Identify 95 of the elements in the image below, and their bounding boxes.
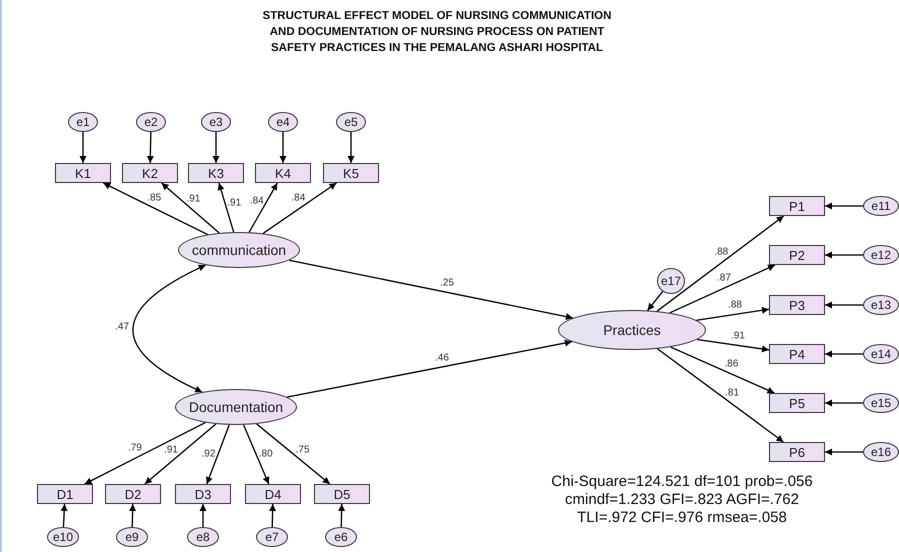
- arrow: [212, 132, 220, 163]
- indicator-box: D5: [314, 484, 370, 504]
- arrow: [269, 504, 276, 528]
- error-term-circle: e15: [863, 393, 899, 413]
- arrow: [670, 346, 775, 394]
- arrow: [338, 504, 346, 528]
- fit-statistics: TLI=.972 CFI=.976 rmsea=.058: [576, 509, 788, 527]
- error-term-circle: e7: [256, 527, 288, 547]
- arrow: [647, 291, 664, 311]
- arrow: [84, 422, 206, 485]
- arrow: [161, 182, 220, 234]
- arrow: [825, 448, 863, 456]
- arrow: [286, 340, 572, 398]
- arrow: [280, 132, 286, 163]
- indicator-box: K2: [122, 163, 178, 183]
- indicator-box: P5: [769, 393, 825, 413]
- edge-label: .85: [147, 192, 162, 204]
- error-term-circle: e3: [201, 112, 231, 132]
- edge-label: .88: [728, 300, 742, 311]
- error-term-circle: e16: [863, 442, 899, 462]
- arrow: [825, 302, 863, 308]
- edge-label: .91: [164, 444, 178, 456]
- error-term-circle: e17: [657, 268, 685, 294]
- indicator-box: D4: [245, 484, 301, 504]
- arrow: [146, 132, 154, 164]
- edge-label: .80: [258, 448, 273, 460]
- arrow: [218, 182, 234, 232]
- indicator-box: P6: [769, 442, 825, 462]
- arrow: [656, 215, 784, 312]
- edge-label: .91: [731, 330, 745, 342]
- arrow: [289, 260, 574, 320]
- arrow: [248, 182, 278, 233]
- error-term-circle: e6: [325, 527, 357, 547]
- indicator-box: D3: [175, 484, 231, 504]
- indicator-box: K3: [188, 163, 244, 183]
- arrow: [657, 348, 784, 443]
- edge-label: .75: [296, 444, 310, 456]
- arrow: [825, 252, 863, 258]
- indicator-box: D1: [37, 484, 93, 504]
- indicator-box: K5: [323, 163, 379, 183]
- error-term-circle: e1: [68, 112, 98, 132]
- diagram-title: STRUCTURAL EFFECT MODEL OF NURSING COMMUNICATION AND DOCUMENTATION OF NURSING PROCESS ON PATIENT SAFETY PRACTICES IN THE PEMALANG ASHARI HOSPITAL: [262, 9, 612, 56]
- error-term-circle: e13: [863, 295, 899, 315]
- edge-label: .91: [186, 193, 200, 204]
- edge-label: .92: [202, 448, 216, 460]
- edge-label: .81: [725, 387, 740, 398]
- error-term-circle: e14: [863, 344, 899, 364]
- edge-label: .88: [714, 246, 728, 258]
- edge-label: .84: [291, 192, 306, 204]
- indicator-box: P3: [769, 295, 825, 315]
- arrow: [102, 182, 208, 236]
- error-term-circle: e11: [863, 196, 899, 216]
- indicator-box: K1: [55, 163, 111, 183]
- indicator-box: D2: [105, 484, 161, 504]
- arrow: [825, 202, 863, 210]
- fit-statistics: cmindf=1.233 GFI=.823 AGFI=.762: [564, 491, 800, 509]
- indicator-box: K4: [255, 163, 311, 183]
- error-term-circle: e2: [136, 112, 166, 132]
- indicator-box: P1: [769, 196, 825, 216]
- edge-label: .79: [128, 442, 142, 454]
- arrow: [129, 504, 136, 528]
- arrow: [697, 338, 770, 352]
- edge-label: .84: [250, 195, 264, 206]
- arrow: [200, 504, 206, 527]
- arrow: [670, 264, 776, 314]
- error-term-circle: e12: [863, 245, 899, 265]
- arrow: [696, 306, 770, 321]
- edge-label: .25: [440, 278, 454, 289]
- edge-label: .87: [716, 272, 731, 284]
- indicator-box: P2: [769, 245, 825, 265]
- arrow: [825, 350, 863, 358]
- arrow: [243, 424, 270, 484]
- error-term-circle: e10: [47, 527, 79, 547]
- edge-label: .46: [435, 352, 449, 364]
- arrow: [144, 424, 216, 484]
- arrow: [60, 504, 68, 528]
- arrow: [825, 400, 863, 406]
- indicator-box: P4: [769, 344, 825, 364]
- arrow: [206, 424, 230, 484]
- fit-statistics: Chi-Square=124.521 df=101 prob=.056: [550, 473, 814, 491]
- latent-variable-ellipse: Documentation: [175, 389, 297, 425]
- edge-label: .91: [227, 197, 242, 208]
- error-term-circle: e5: [336, 112, 366, 132]
- latent-variable-ellipse: communication: [178, 232, 300, 268]
- error-term-circle: e8: [187, 527, 219, 547]
- error-term-circle: e9: [116, 527, 148, 547]
- arrow: [262, 182, 337, 234]
- arrow: [256, 423, 330, 484]
- error-term-circle: e4: [268, 112, 298, 132]
- edge-label: .86: [724, 358, 738, 370]
- arrow: [80, 132, 86, 163]
- latent-variable-ellipse: Practices: [558, 310, 706, 350]
- edge-label: .47: [115, 322, 129, 332]
- arrow: [132, 264, 206, 393]
- arrow: [348, 132, 354, 163]
